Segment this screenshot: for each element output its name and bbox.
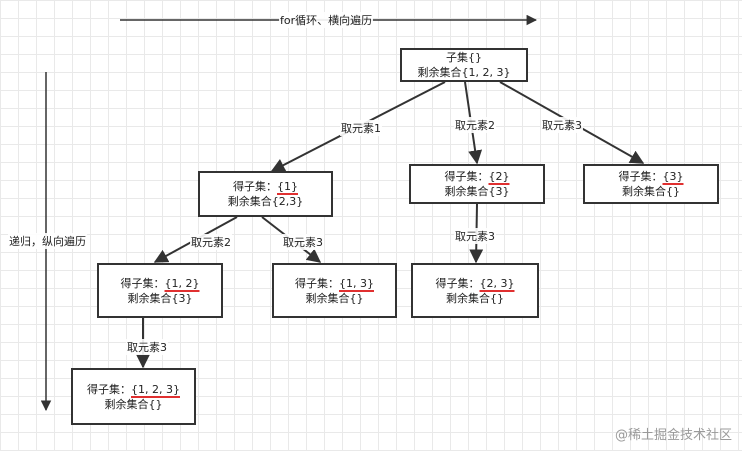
edge-label-n2-n23: 取元素3	[454, 228, 496, 244]
horizontal-axis-label: for循环、横向遍历	[279, 12, 374, 28]
node-subset-1-3-remaining: 剩余集合{}	[305, 291, 364, 305]
node-subset-2: 得子集：{2} 剩余集合{3}	[409, 164, 545, 204]
node-subset-3-prefix: 得子集：	[618, 170, 663, 183]
node-subset-1-3: 得子集：{1, 3} 剩余集合{}	[272, 263, 397, 318]
node-subset-1-prefix: 得子集：	[233, 180, 277, 193]
node-subset-1-2-3-value: {1, 2, 3}	[131, 382, 180, 396]
node-subset-1-2: 得子集：{1, 2} 剩余集合{3}	[97, 263, 223, 318]
node-subset-2-remaining: 剩余集合{3}	[444, 185, 510, 198]
edge-label-root-n3: 取元素3	[541, 117, 583, 133]
node-subset-3-value: {3}	[662, 170, 684, 183]
node-subset-2-3-remaining: 剩余集合{}	[446, 291, 504, 305]
node-root: 子集{} 剩余集合{1, 2, 3}	[400, 48, 528, 82]
node-subset-1-2-3: 得子集：{1, 2, 3} 剩余集合{}	[71, 368, 196, 425]
watermark: @稀土掘金技术社区	[614, 428, 732, 443]
edge-label-root-n1: 取元素1	[340, 120, 382, 136]
node-subset-1-2-3-remaining: 剩余集合{}	[104, 397, 163, 411]
node-subset-1-2-value: {1, 2}	[164, 276, 200, 290]
node-root-title: 子集{}	[446, 51, 482, 64]
node-subset-1-2-prefix: 得子集：	[120, 276, 165, 290]
node-root-remaining: 剩余集合{1, 2, 3}	[417, 66, 511, 79]
node-subset-2-value: {2}	[488, 170, 510, 183]
edge-label-n1-n12: 取元素2	[190, 234, 232, 250]
vertical-axis-label: 递归，纵向遍历	[8, 233, 87, 249]
node-subset-1-2-3-prefix: 得子集：	[87, 382, 131, 396]
node-subset-1-remaining: 剩余集合{2,3}	[227, 195, 304, 208]
node-subset-2-3: 得子集：{2, 3} 剩余集合{}	[411, 263, 539, 318]
node-subset-3: 得子集：{3} 剩余集合{}	[583, 164, 719, 204]
node-subset-3-remaining: 剩余集合{}	[622, 185, 680, 198]
node-subset-1-2-remaining: 剩余集合{3}	[127, 291, 193, 305]
node-subset-2-prefix: 得子集：	[444, 170, 489, 183]
edge-label-n12-n123: 取元素3	[126, 339, 168, 355]
node-subset-1-value: {1}	[277, 180, 298, 193]
node-subset-1-3-prefix: 得子集：	[295, 276, 339, 290]
edge-label-root-n2: 取元素2	[454, 117, 496, 133]
node-subset-2-3-prefix: 得子集：	[435, 276, 480, 290]
edge-label-n1-n13: 取元素3	[282, 234, 324, 250]
node-subset-1: 得子集：{1} 剩余集合{2,3}	[198, 171, 333, 217]
node-subset-1-3-value: {1, 3}	[339, 276, 374, 290]
node-subset-2-3-value: {2, 3}	[479, 276, 515, 290]
